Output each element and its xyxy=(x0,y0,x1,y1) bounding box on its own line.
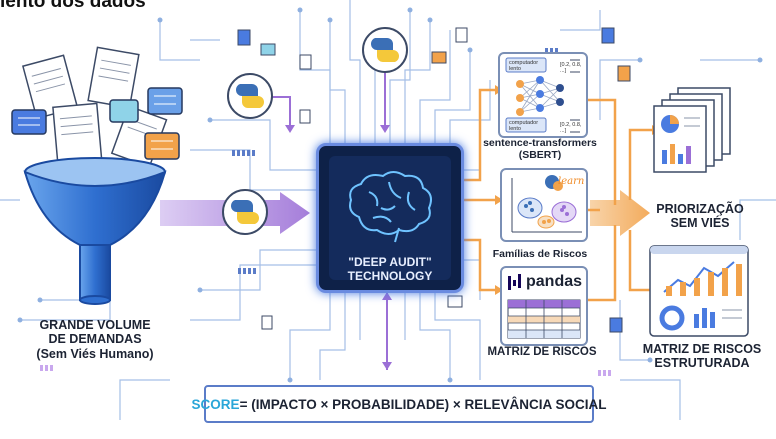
structured-label-line2: ESTRUTURADA xyxy=(654,356,750,371)
sbert-label-line1: sentence-transformers xyxy=(483,137,597,149)
score-keyword: SCORE xyxy=(191,396,240,412)
brain-icon xyxy=(349,171,432,243)
sbert-card: computador lento computador lento [0.2, … xyxy=(498,52,588,138)
nn-vector-bottom: [0.2, 0.8, ...] xyxy=(560,122,582,134)
sbert-label: sentence-transformers (SBERT) xyxy=(470,137,610,161)
score-formula: = (IMPACTO × PROBABILIDADE) × RELEVÂNCIA… xyxy=(239,396,607,412)
priority-label-line2: SEM VIÉS xyxy=(670,216,730,231)
nn-input-bottom: computador lento xyxy=(509,120,539,132)
dashboard-icon xyxy=(649,245,749,337)
volume-label: GRANDE VOLUME DE DEMANDAS (Sem Viés Huma… xyxy=(20,318,170,361)
deep-audit-chip: "DEEP AUDIT" TECHNOLOGY xyxy=(316,143,464,293)
chip-title-line1: "DEEP AUDIT" xyxy=(348,255,432,269)
neural-network-icon xyxy=(505,57,580,133)
priority-label: PRIORIZAÇÃO SEM VIÉS xyxy=(640,202,760,231)
nn-vector-top: [0.2, 0.8, ...] xyxy=(560,62,582,74)
learn-logo-text: learn xyxy=(558,176,585,187)
volume-label-line3: (Sem Viés Humano) xyxy=(36,346,154,361)
families-card: learn xyxy=(500,168,588,242)
score-formula-box: SCORE = (IMPACTO × PROBABILIDADE) × RELE… xyxy=(192,385,606,423)
matrix-label: MATRIZ DE RISCOS xyxy=(487,346,597,358)
chip-title-line2: TECHNOLOGY xyxy=(347,269,433,284)
families-label: Famílias de Riscos xyxy=(492,248,588,260)
volume-label-line2: DE DEMANDAS xyxy=(48,332,142,347)
structured-label-line1: MATRIZ DE RISCOS xyxy=(642,342,762,356)
report-icon xyxy=(653,87,731,173)
table-icon xyxy=(507,274,581,339)
pandas-card: pandas xyxy=(500,266,588,346)
priority-label-line1: PRIORIZAÇÃO xyxy=(656,202,744,216)
structured-matrix-label: MATRIZ DE RISCOS ESTRUTURADA xyxy=(632,342,772,371)
chat-bubble-icon xyxy=(11,87,183,160)
chip-core: "DEEP AUDIT" TECHNOLOGY xyxy=(329,156,451,284)
funnel-icon xyxy=(23,157,167,305)
nn-input-top: computador lento xyxy=(509,60,539,72)
python-icon xyxy=(222,27,408,235)
document-icon xyxy=(21,46,168,168)
volume-label-line1: GRANDE VOLUME xyxy=(39,318,151,332)
sbert-label-line2: (SBERT) xyxy=(518,149,562,162)
cluster-icon xyxy=(511,175,582,233)
pandas-logo-text: pandas xyxy=(526,273,583,290)
page-title: lento dos dados xyxy=(0,0,146,12)
